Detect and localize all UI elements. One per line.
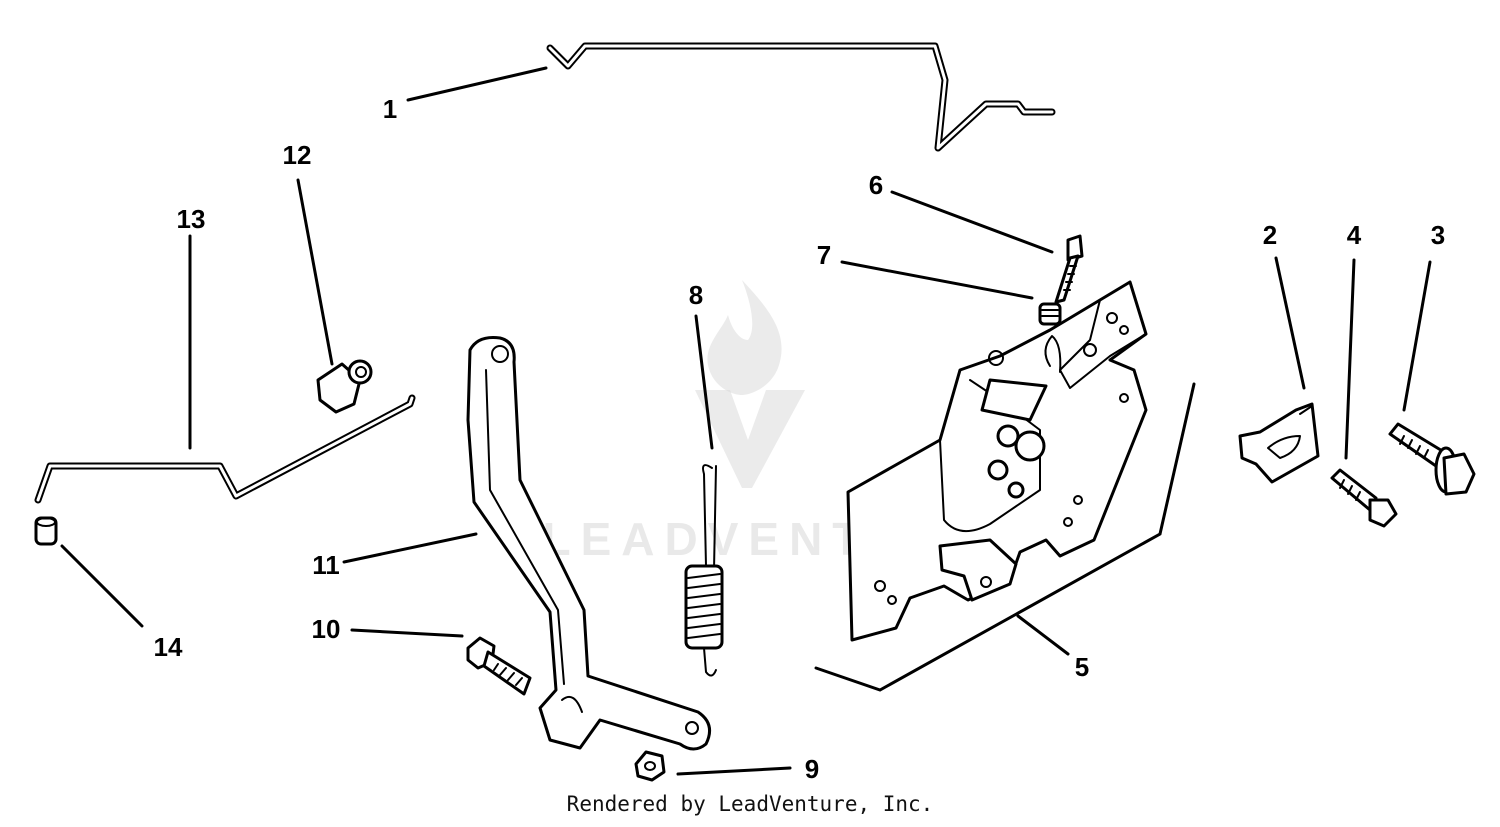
callout-5: 5 — [1075, 652, 1089, 682]
callout-1: 1 — [383, 94, 397, 124]
part-4-bolt — [1330, 468, 1398, 528]
part-10-bolt — [466, 636, 532, 696]
part-11-governor-lever — [466, 336, 712, 751]
leader-7 — [840, 260, 1034, 300]
callout-10: 10 — [312, 614, 341, 644]
footer-credit: Rendered by LeadVenture, Inc. — [566, 792, 934, 816]
part-1-governor-rod — [546, 42, 1056, 152]
watermark-flame-icon — [707, 280, 782, 395]
callout-7: 7 — [817, 240, 831, 270]
callout-4: 4 — [1347, 220, 1362, 250]
part-5-control-plate — [846, 280, 1148, 642]
callout-9: 9 — [805, 754, 819, 784]
leader-10 — [350, 628, 464, 638]
leader-1 — [406, 66, 548, 102]
part-6-screw — [1054, 234, 1084, 304]
callout-13: 13 — [177, 204, 206, 234]
part-14-bushing — [34, 516, 58, 546]
callout-8: 8 — [689, 280, 703, 310]
watermark-v-icon — [695, 390, 805, 488]
part-8-governor-spring — [684, 464, 724, 677]
leader-8 — [694, 314, 714, 450]
callouts: 1 12 13 14 11 10 9 8 6 7 5 2 4 3 — [154, 94, 1446, 784]
part-13-link-rod — [34, 394, 416, 504]
callout-11: 11 — [312, 550, 340, 580]
part-7-spring — [1038, 302, 1062, 326]
leader-lines — [60, 66, 1432, 776]
part-12-rod-clip — [316, 359, 373, 414]
leader-14 — [60, 544, 144, 628]
callout-2: 2 — [1263, 220, 1277, 250]
leader-4 — [1344, 258, 1356, 460]
part-9-nut — [634, 750, 666, 782]
leader-11 — [342, 532, 478, 564]
callout-12: 12 — [283, 140, 312, 170]
callout-6: 6 — [869, 170, 883, 200]
leader-12 — [296, 178, 334, 366]
leader-6 — [890, 190, 1054, 254]
leader-3 — [1402, 260, 1432, 412]
leader-5-bracket — [814, 382, 1196, 692]
part-2-clamp-bracket — [1238, 402, 1320, 484]
leader-9 — [676, 766, 792, 776]
callout-3: 3 — [1431, 220, 1445, 250]
part-3-flange-bolt — [1388, 422, 1476, 496]
leader-5 — [1016, 614, 1070, 656]
callout-14: 14 — [154, 632, 183, 662]
leader-2 — [1274, 256, 1306, 390]
